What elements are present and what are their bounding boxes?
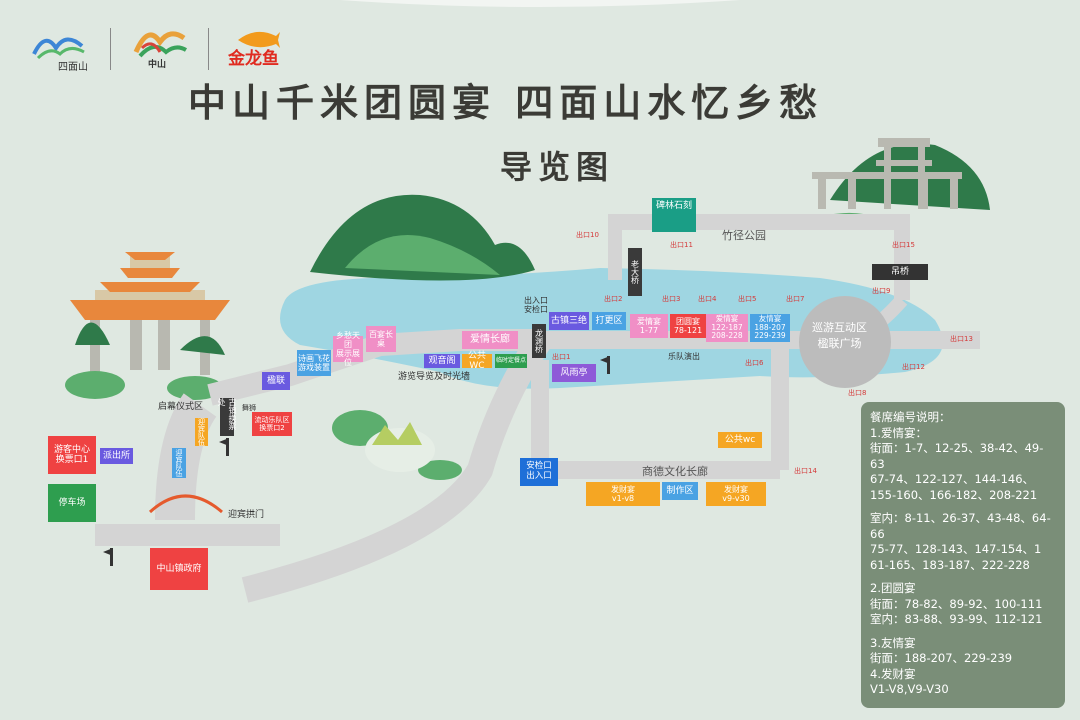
fortune-banquet-2[interactable]: 发财宴 v9-v30 [706,482,766,506]
flag-icons [103,356,610,566]
logo-divider-2 [208,28,209,70]
exit-2[interactable]: 出口2 [604,295,623,303]
three-wonders[interactable]: 古镇三绝 [549,312,589,330]
friendship-banquet[interactable]: 友情宴 188-207 229-239 [750,314,790,342]
exit-5[interactable]: 出口5 [738,295,757,303]
reunion-banquet[interactable]: 团圆宴 78-121 [670,314,706,338]
exit-14[interactable]: 出口14 [794,467,817,475]
exit-3[interactable]: 出口3 [662,295,681,303]
long-banquet-table[interactable]: 百宴长桌 [366,326,396,352]
longyuan-bridge-label: 龙渊桥 [532,324,546,358]
love-banquet-2[interactable]: 爱情宴 122-187 208-228 [706,314,748,342]
police-station[interactable]: 派出所 [100,448,133,464]
exit-4[interactable]: 出口4 [698,295,717,303]
pot-mountains [372,422,422,445]
love-corridor[interactable]: 爱情长廊 [462,331,518,349]
parade-plaza-label: 巡游互动区 楹联广场 [812,321,867,350]
stone-arch-right [812,138,962,209]
page-title: 中山千米团圆宴 四面山水忆乡愁 [188,80,824,125]
plaza-circle [799,296,891,388]
top-arc [340,0,740,7]
legend-s1-street: 街面：1-7、12-25、38-42、49-63 67-74、122-127、1… [870,441,1044,502]
yingbin-team: 迎宾队伍 [172,448,186,478]
photo-wall-label: 游览导览及时光墙 [398,372,471,382]
legend-s4-title: 4.发财宴 [870,666,916,681]
yingbin-queue: 迎宾队伍 [195,418,208,446]
legend-s2-title: 2.团圆宴 [870,581,916,595]
wind-rain-pavilion[interactable]: 风雨亭 [552,364,596,382]
exit-10[interactable]: 出口10 [576,231,599,239]
town-government[interactable]: 中山镇政府 [150,548,208,590]
commerce-corridor-label: 商德文化长廊 [642,465,708,478]
exit-13[interactable]: 出口13 [950,335,973,343]
love-banquet-1[interactable]: 爱情宴 1-77 [630,314,668,338]
exit-12[interactable]: 出口12 [902,363,925,371]
logo-divider-1 [110,28,111,70]
exit-15[interactable]: 出口15 [892,241,915,249]
legend-s2-street: 街面：78-82、89-92、100-111 [870,596,1043,611]
entrance-security-label: 出入口 安检口 [524,296,548,315]
legend-s3-street: 街面：188-207、229-239 [870,651,1013,665]
ticket-corridor-label: 古镇换票处 [217,398,237,436]
old-bridge-label: 老大桥 [628,248,642,296]
bamboo-park-label: 竹径公园 [722,229,766,242]
public-wc-2[interactable]: 公共wc [718,432,762,448]
nostalgia-booth[interactable]: 乡愁天团 展示展位 [333,331,363,367]
jinlongyu-fish-icon [238,31,280,48]
public-wc-1[interactable]: 公共WC [462,351,492,371]
mobile-band-area[interactable]: 流动乐队区 换票口2 [252,412,292,436]
logo1-text: 四面山 [58,62,88,73]
legend-s4-value: V1-V8,V9-V30 [870,682,949,696]
security-entrance-2[interactable]: 安检口 出入口 [520,458,558,486]
couplet-booth[interactable]: 楹联 [262,372,290,390]
band-show-label: 乐队演出 [668,352,700,361]
exit-6[interactable]: 出口6 [745,359,764,367]
exit-11[interactable]: 出口11 [670,241,693,249]
parking-lot[interactable]: 停车场 [48,484,96,522]
pot [365,428,435,472]
bush-2 [418,460,462,480]
logo2-text: 中山 [148,60,167,70]
temp-order-point[interactable]: 临时定餐点 [495,354,527,368]
welcome-arch-label: 迎宾拱门 [228,510,265,520]
suspension-bridge[interactable]: 吊桥 [872,264,928,280]
welcome-arch-shape [148,494,223,514]
opening-area-label: 启幕仪式区 [158,402,204,412]
seat-legend-panel: 餐席编号说明： 1.爱情宴： 街面：1-7、12-25、38-42、49-63 … [861,402,1065,708]
pagoda-left [65,252,230,400]
page-subtitle: 导览图 [500,148,615,186]
logo3-text: 金龙鱼 [228,49,279,69]
legend-title: 餐席编号说明： [870,410,951,424]
zhongshan-logo-icon [133,31,188,58]
exit-8[interactable]: 出口8 [848,389,867,397]
legend-s1-indoor: 室内：8-11、26-37、43-48、64-66 75-77、128-143、… [870,511,1051,572]
legend-s2-indoor: 室内：83-88、93-99、112-121 [870,612,1043,626]
exit-1[interactable]: 出口1 [552,353,571,361]
stele-forest[interactable]: 碑林石刻 [652,198,696,232]
hill-2 [345,234,500,275]
legend-s1-title: 1.爱情宴： [870,425,927,440]
exit-7[interactable]: 出口7 [786,295,805,303]
exit-9[interactable]: 出口9 [872,287,891,295]
night-watch-area[interactable]: 打更区 [592,312,626,330]
simianshan-logo-icon [32,37,85,60]
fortune-banquet-1[interactable]: 发财宴 v1-v8 [586,482,660,506]
legend-s3-title: 3.友情宴 [870,635,916,650]
poetry-game[interactable]: 诗画飞花 游戏装置 [297,350,331,376]
visitor-center[interactable]: 游客中心 换票口1 [48,436,96,474]
production-area[interactable]: 制作区 [662,482,698,500]
wushu-label: 舞狮 [242,404,256,412]
guanyin-pavilion[interactable]: 观音阁 [424,354,460,368]
